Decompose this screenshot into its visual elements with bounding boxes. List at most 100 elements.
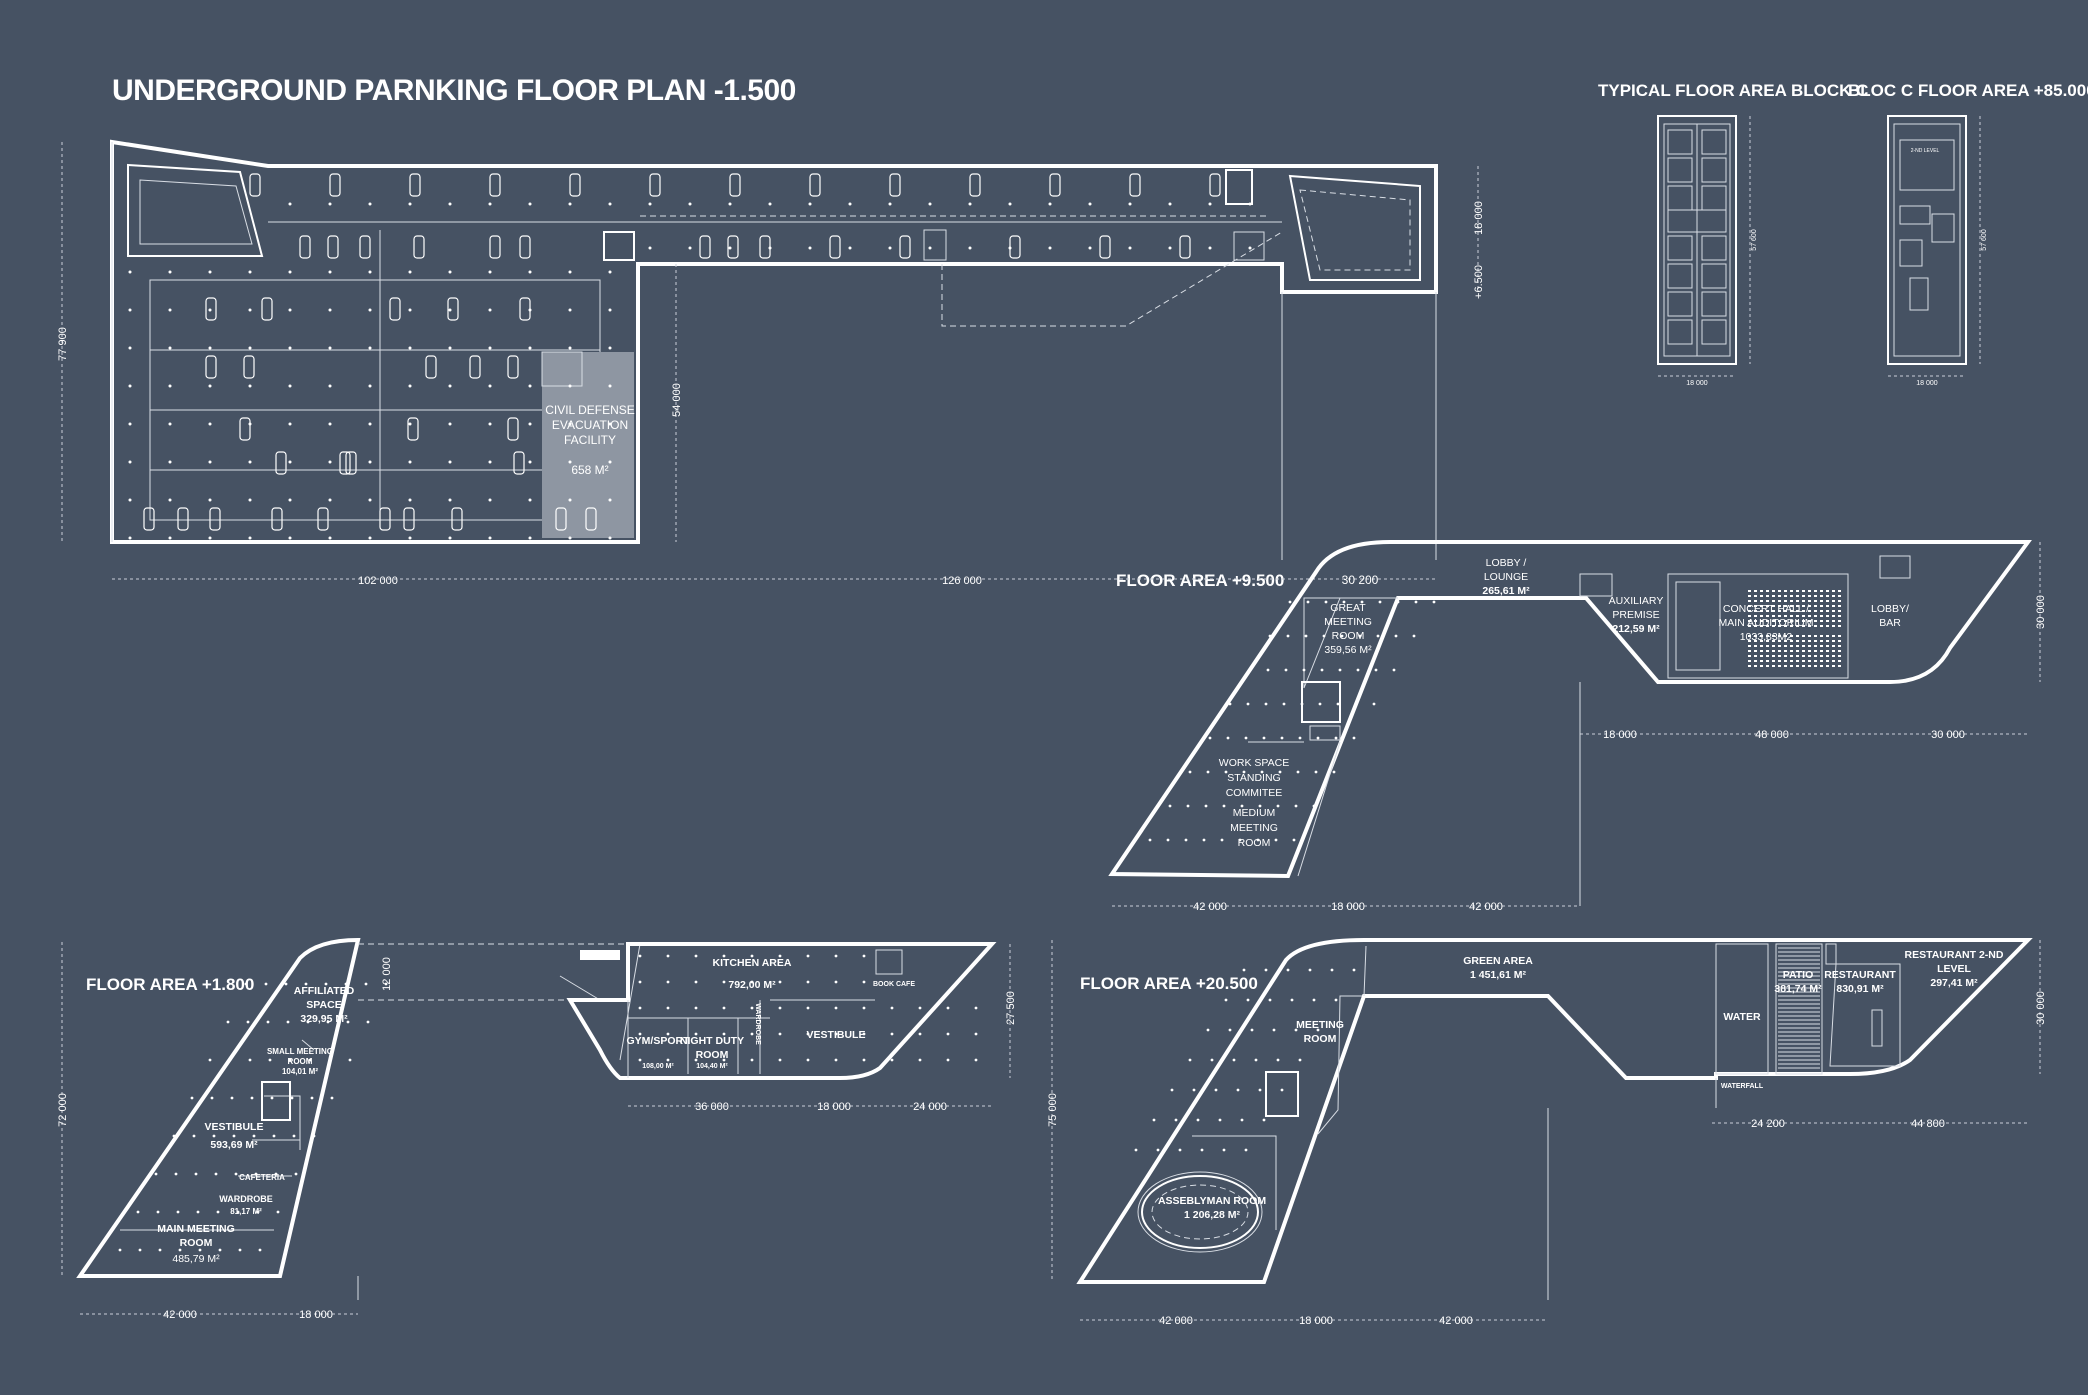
parking-column — [528, 270, 532, 274]
parked-car — [829, 235, 841, 259]
concert-area: 1033,83M2 — [1740, 631, 1793, 643]
auditorium-seat — [1748, 620, 1751, 622]
auditorium-seat — [1754, 620, 1757, 622]
column-dot — [1312, 804, 1316, 808]
night-duty-area: 104,40 M² — [696, 1063, 728, 1070]
column-dot — [1242, 968, 1246, 972]
column-dot — [1336, 702, 1340, 706]
block-c-core — [1667, 209, 1727, 233]
parked-car — [345, 451, 357, 475]
column-dot — [1244, 1148, 1248, 1152]
column-dot — [1376, 634, 1380, 638]
civil-defense-label-1: CIVIL DEFENSE — [545, 403, 635, 417]
f95-dim-b1: 42 000 — [1193, 901, 1227, 913]
auditorium-seat — [1772, 635, 1775, 637]
auditorium-seat — [1760, 665, 1763, 667]
column-dot — [198, 1248, 202, 1252]
parking-column — [168, 536, 172, 540]
column-dot — [1354, 702, 1358, 706]
auditorium-seat — [1766, 665, 1769, 667]
parked-car — [403, 507, 415, 531]
parking-column — [488, 460, 492, 464]
auditorium-seat — [1784, 615, 1787, 617]
auditorium-seat — [1766, 620, 1769, 622]
column-dot — [918, 1058, 922, 1062]
column-dot — [974, 1032, 978, 1036]
column-dot — [1246, 998, 1250, 1002]
column-dot — [1208, 736, 1212, 740]
parking-stair-2 — [1225, 169, 1253, 205]
auditorium-seat — [1796, 645, 1799, 647]
column-dot — [346, 1020, 350, 1024]
parking-column — [1208, 246, 1212, 250]
f18-dim-b2: 18 000 — [299, 1309, 333, 1321]
column-dot — [1228, 1028, 1232, 1032]
column-dot — [834, 954, 838, 958]
parking-column — [208, 308, 212, 312]
parking-column — [648, 246, 652, 250]
auditorium-seat — [1808, 645, 1811, 647]
auditorium-seat — [1796, 620, 1799, 622]
patio-label: PATIO — [1783, 969, 1814, 981]
parked-car — [489, 235, 501, 259]
parking-column — [408, 536, 412, 540]
column-dot — [1396, 600, 1400, 604]
f95-dim-r2: 48 000 — [1755, 729, 1789, 741]
auditorium-seat — [1784, 640, 1787, 642]
parking-column — [968, 202, 972, 206]
block-c-typ-height: 57 600 — [1751, 229, 1758, 251]
auditorium-seat — [1808, 650, 1811, 652]
auditorium-seat — [1772, 600, 1775, 602]
column-dot — [212, 1134, 216, 1138]
auditorium-seat — [1802, 610, 1805, 612]
auditorium-seat — [1790, 595, 1793, 597]
auditorium-seat — [1778, 635, 1781, 637]
column-dot — [750, 1058, 754, 1062]
auditorium-seat — [1784, 650, 1787, 652]
column-dot — [1166, 838, 1170, 842]
auditorium-seat — [1808, 615, 1811, 617]
parking-column — [448, 460, 452, 464]
auditorium-seat — [1748, 650, 1751, 652]
column-dot — [1306, 600, 1310, 604]
column-dot — [1202, 838, 1206, 842]
parking-column — [1088, 246, 1092, 250]
auditorium-seat — [1832, 650, 1835, 652]
f20-dim-b2: 18 000 — [1299, 1315, 1333, 1327]
parking-column — [1048, 202, 1052, 206]
parking-column — [368, 308, 372, 312]
auditorium-seat — [1790, 600, 1793, 602]
auditorium-seat — [1790, 640, 1793, 642]
parking-column — [608, 346, 612, 350]
auditorium-seat — [1778, 650, 1781, 652]
floor-9500-title: FLOOR AREA +9.500 — [1116, 571, 1284, 590]
auditorium-seat — [1760, 625, 1763, 627]
column-dot — [1204, 804, 1208, 808]
auditorium-seat — [1826, 595, 1829, 597]
auditorium-seat — [1754, 590, 1757, 592]
column-dot — [834, 1006, 838, 1010]
block-c-unit — [1667, 319, 1693, 345]
column-dot — [638, 1032, 642, 1036]
column-dot — [1196, 1118, 1200, 1122]
parking-column — [128, 308, 132, 312]
f20-dim-b3: 42 000 — [1439, 1315, 1473, 1327]
auditorium-seat — [1772, 610, 1775, 612]
auditorium-seat — [1832, 645, 1835, 647]
parking-outline — [110, 139, 1438, 544]
auditorium-seat — [1796, 640, 1799, 642]
parking-ramp-left — [127, 163, 264, 257]
block-c-typical-plan: 18 000 57 600 — [1657, 115, 1758, 387]
auditorium-seat — [1832, 660, 1835, 662]
auditorium-seat — [1772, 645, 1775, 647]
column-dot — [862, 980, 866, 984]
auditorium-seat — [1760, 640, 1763, 642]
auditorium-seat — [1814, 615, 1817, 617]
auditorium-seat — [1796, 605, 1799, 607]
column-dot — [1222, 1148, 1226, 1152]
column-dot — [1340, 634, 1344, 638]
parking-dim-right: 18 000 — [1473, 201, 1485, 235]
auditorium-seat — [1784, 620, 1787, 622]
auditorium-seat — [1766, 590, 1769, 592]
main-meeting-area: 485,79 M² — [172, 1253, 220, 1265]
